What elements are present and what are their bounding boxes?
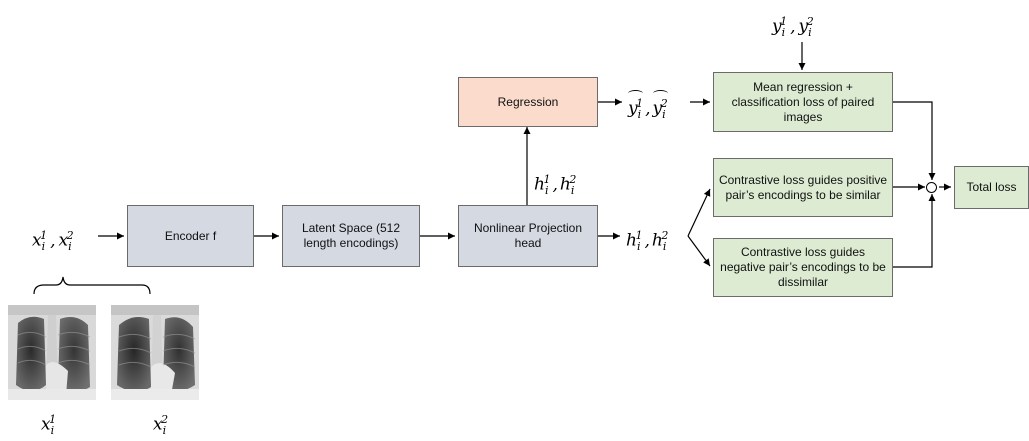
regression-label: Regression <box>497 94 559 109</box>
h-pair-label-output: hi1,hi2 <box>626 229 669 254</box>
contrastive-negative-label: Contrastive loss guides negative pair’s … <box>720 245 886 289</box>
y-hat-pair-label: yi1,yi2 <box>628 89 668 125</box>
pair-brace <box>33 276 151 295</box>
total-loss-label: Total loss <box>966 180 1017 194</box>
chest-xray-image-1 <box>8 305 96 400</box>
encoder-box: Encoder f <box>127 205 254 267</box>
loss-summation-node <box>926 182 937 193</box>
arrow-h-to-positive <box>687 188 711 237</box>
regression-box: Regression <box>458 77 598 127</box>
encoder-label: Encoder f <box>164 228 217 243</box>
input-pair-label: xi1,xi2 <box>32 229 74 254</box>
latent-space-box: Latent Space (512 length encodings) <box>282 205 420 267</box>
mean-regression-loss-box: Mean regression + classification loss of… <box>713 72 893 132</box>
latent-space-label: Latent Space (512 length encodings) <box>301 221 401 250</box>
projection-head-label: Nonlinear Projection head <box>473 221 583 250</box>
x1-caption: xi1 <box>41 413 57 438</box>
y-hat-2: yi2 <box>652 89 668 125</box>
projection-head-box: Nonlinear Projection head <box>458 205 598 267</box>
y-pair-label: yi1,yi2 <box>772 15 814 40</box>
total-loss-box: Total loss <box>954 166 1029 209</box>
contrastive-positive-label: Contrastive loss guides positive pair’s … <box>718 172 888 202</box>
y-hat-1: yi1 <box>628 89 644 125</box>
h-pair-label-regression: hi1,hi2 <box>534 173 577 198</box>
mean-regression-loss-label: Mean regression + classification loss of… <box>731 79 875 124</box>
x2-caption: xi2 <box>153 413 169 438</box>
arrow-h-to-negative <box>687 235 711 267</box>
arrow-mean-loss-to-sum <box>893 101 936 180</box>
chest-xray-image-2 <box>111 305 199 400</box>
contrastive-positive-box: Contrastive loss guides positive pair’s … <box>713 158 893 217</box>
arrow-negative-to-sum <box>893 194 936 268</box>
contrastive-negative-box: Contrastive loss guides negative pair’s … <box>713 238 893 297</box>
